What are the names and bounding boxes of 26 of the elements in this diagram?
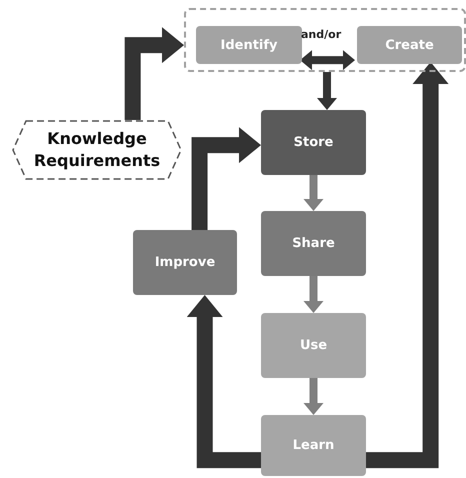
node-label: Share bbox=[292, 236, 335, 251]
process-box bbox=[261, 110, 366, 175]
node-label: Create bbox=[385, 38, 434, 52]
arrow bbox=[300, 50, 355, 70]
process-box bbox=[196, 26, 302, 64]
node-label: Store bbox=[294, 135, 334, 150]
process-box bbox=[261, 313, 366, 378]
arrow bbox=[317, 72, 337, 110]
node-label: Improve bbox=[154, 255, 216, 270]
hexagon-box bbox=[12, 120, 182, 180]
arrow bbox=[304, 378, 324, 415]
arrow bbox=[366, 62, 449, 468]
arrow bbox=[304, 175, 324, 211]
node-label: Knowledge Requirements bbox=[32, 128, 162, 172]
process-box bbox=[261, 211, 366, 276]
node-label: Use bbox=[300, 338, 328, 353]
node-label: Identify bbox=[220, 38, 278, 52]
process-box bbox=[133, 230, 237, 295]
arrow bbox=[124, 27, 184, 120]
connector-label: and/or bbox=[301, 28, 342, 41]
process-box bbox=[357, 26, 462, 64]
process-box bbox=[261, 415, 366, 476]
group-box bbox=[184, 8, 466, 72]
node-label: Learn bbox=[292, 438, 334, 453]
arrow bbox=[192, 127, 261, 230]
arrow bbox=[304, 276, 324, 313]
